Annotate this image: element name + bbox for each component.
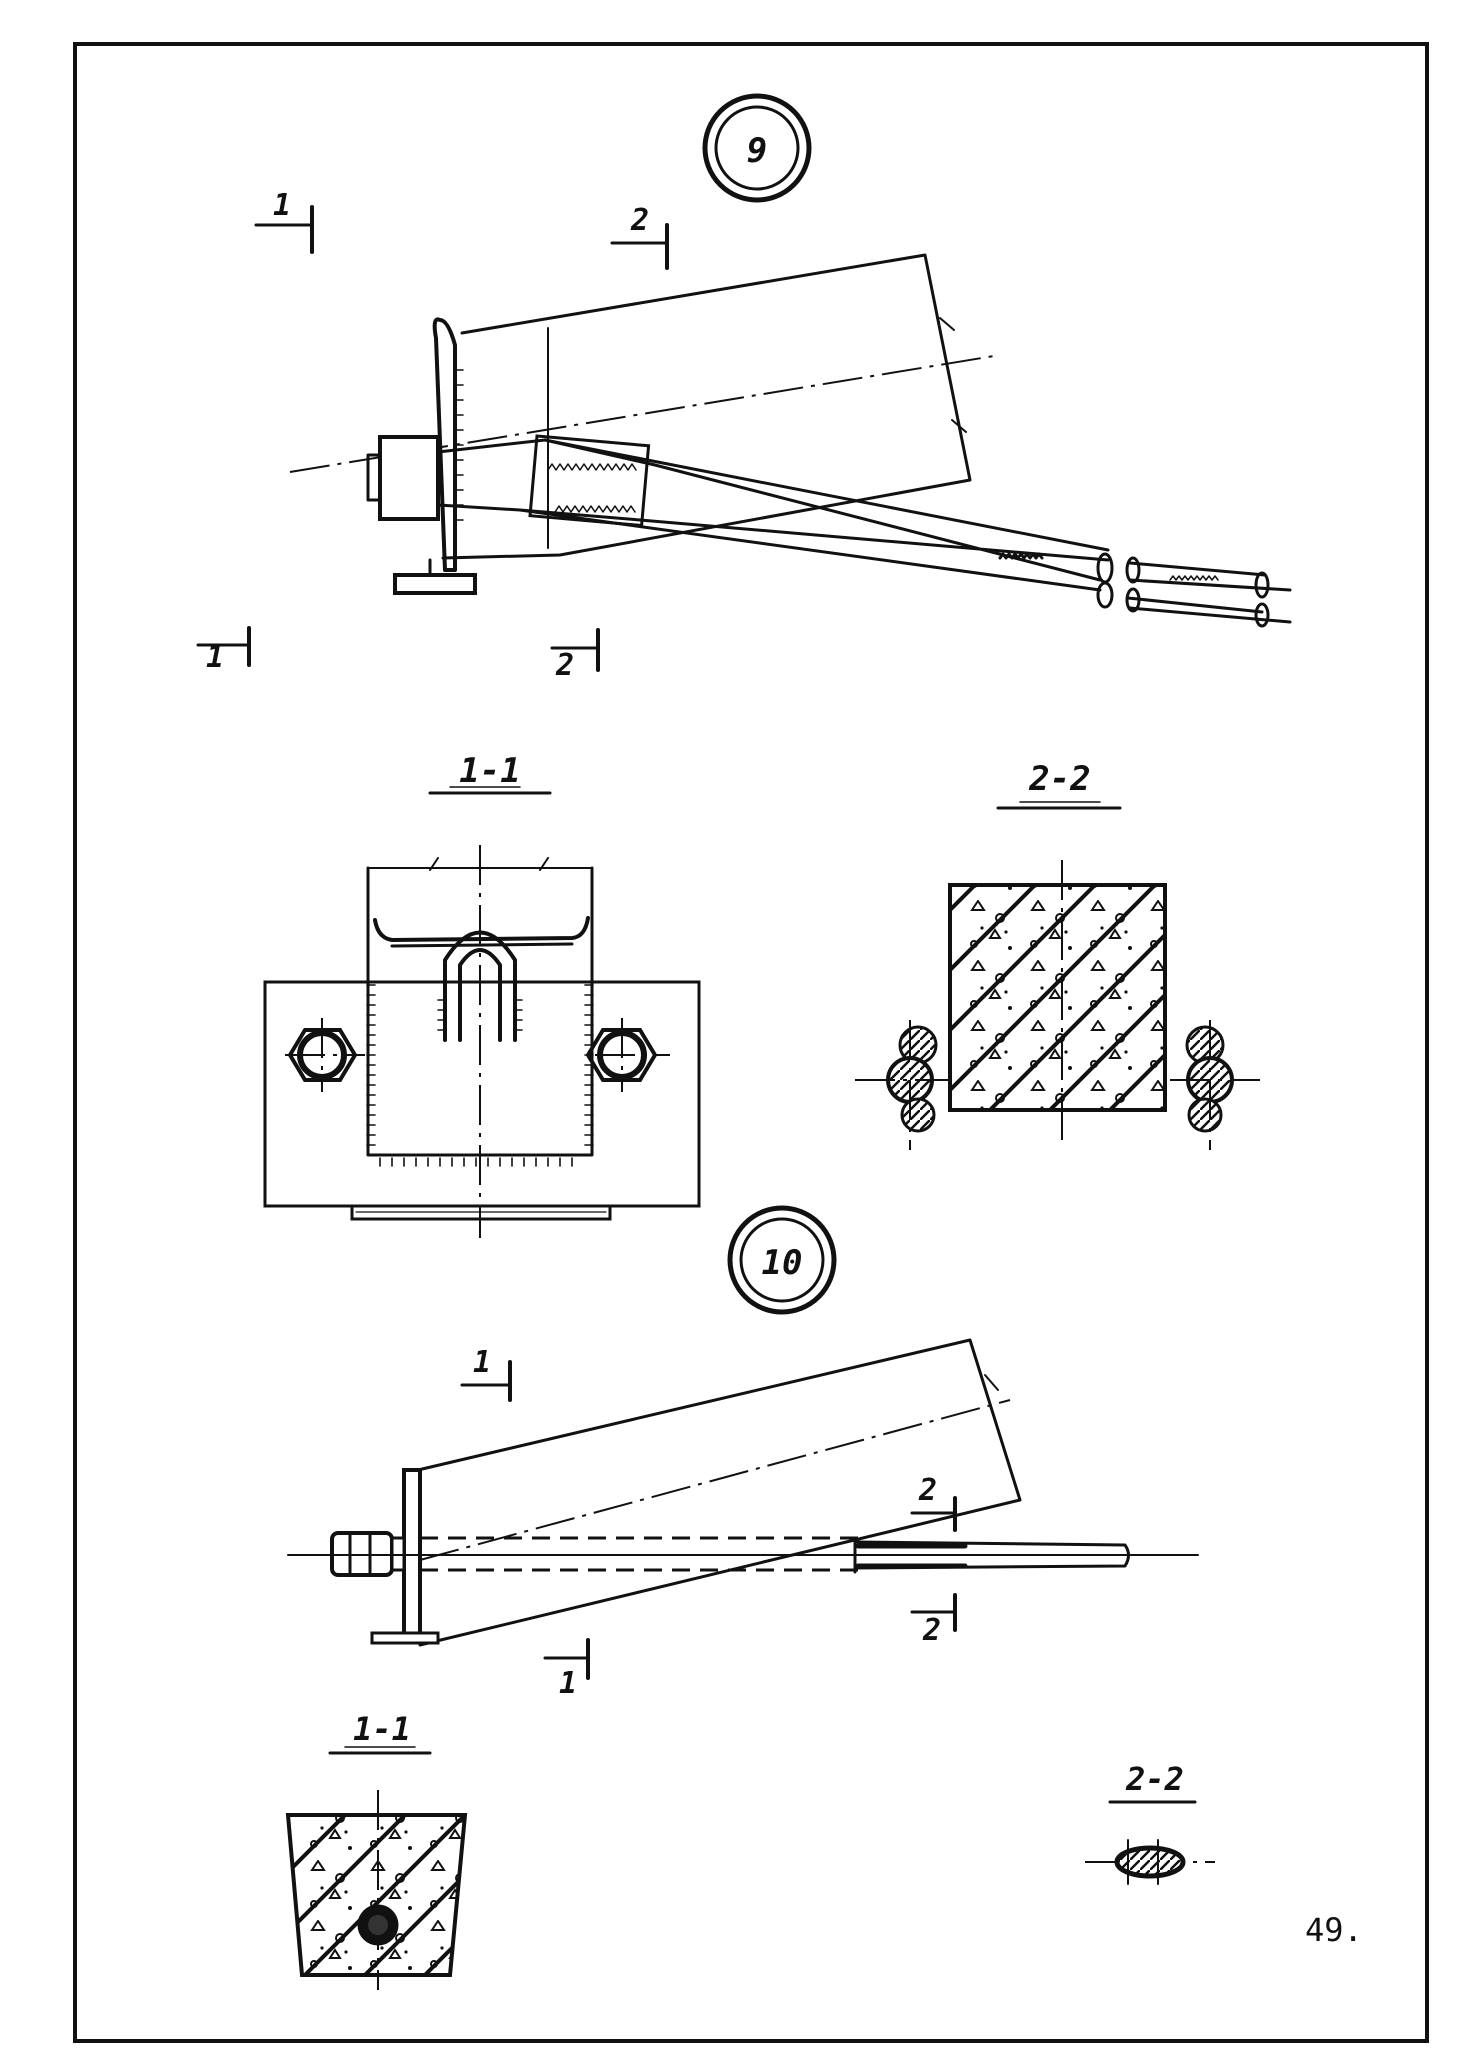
section-mark-label: 2 <box>630 203 649 238</box>
section-mark-label: 1 <box>559 1666 577 1701</box>
section-mark-label: 1 <box>273 188 291 223</box>
detail-9-section-2-2: 2-2 <box>855 759 1260 1150</box>
rod-bundle-right <box>1170 1020 1260 1150</box>
rod-bundle-left <box>855 1020 950 1150</box>
section-mark-2-right-bottom: 2 <box>910 1593 957 1648</box>
page-number: 49. <box>1305 1911 1363 1949</box>
section-mark-1-bottom: 1 <box>543 1638 590 1701</box>
detail-10-section-1-1: 1-1 <box>285 1710 468 1990</box>
section-title: 1-1 <box>459 751 520 791</box>
section-mark-label: 2 <box>555 648 574 683</box>
detail-9-number: 9 <box>747 131 767 171</box>
detail-9-callout: 9 <box>702 93 812 203</box>
section-mark-1-bottom: 1 <box>196 626 251 675</box>
detail-9: 9 1 2 1 2 <box>196 93 1292 1238</box>
detail-10-callout: 10 <box>727 1205 837 1315</box>
detail-9-elevation <box>289 253 1292 628</box>
section-mark-1-top: 1 <box>254 188 314 254</box>
section-mark-2-top: 2 <box>610 203 669 270</box>
section-mark-2-right-top: 2 <box>910 1473 957 1532</box>
detail-10-number: 10 <box>762 1243 803 1283</box>
section-mark-label: 2 <box>922 1613 941 1648</box>
section-title: 2-2 <box>1125 1760 1184 1798</box>
section-mark-1-top: 1 <box>460 1345 512 1402</box>
section-mark-label: 1 <box>473 1345 491 1380</box>
detail-10: 10 1 2 1 2 <box>285 1205 1215 1990</box>
section-mark-2-bottom: 2 <box>550 628 600 683</box>
section-mark-label: 1 <box>206 640 224 675</box>
detail-10-section-2-2: 2-2 <box>1085 1760 1215 1885</box>
sheet-frame <box>73 42 1429 2043</box>
section-mark-label: 2 <box>918 1473 937 1508</box>
detail-10-elevation <box>287 1338 1199 1647</box>
section-title: 2-2 <box>1028 759 1090 799</box>
detail-9-section-1-1: 1-1 <box>263 751 701 1238</box>
section-title: 1-1 <box>353 1710 411 1748</box>
